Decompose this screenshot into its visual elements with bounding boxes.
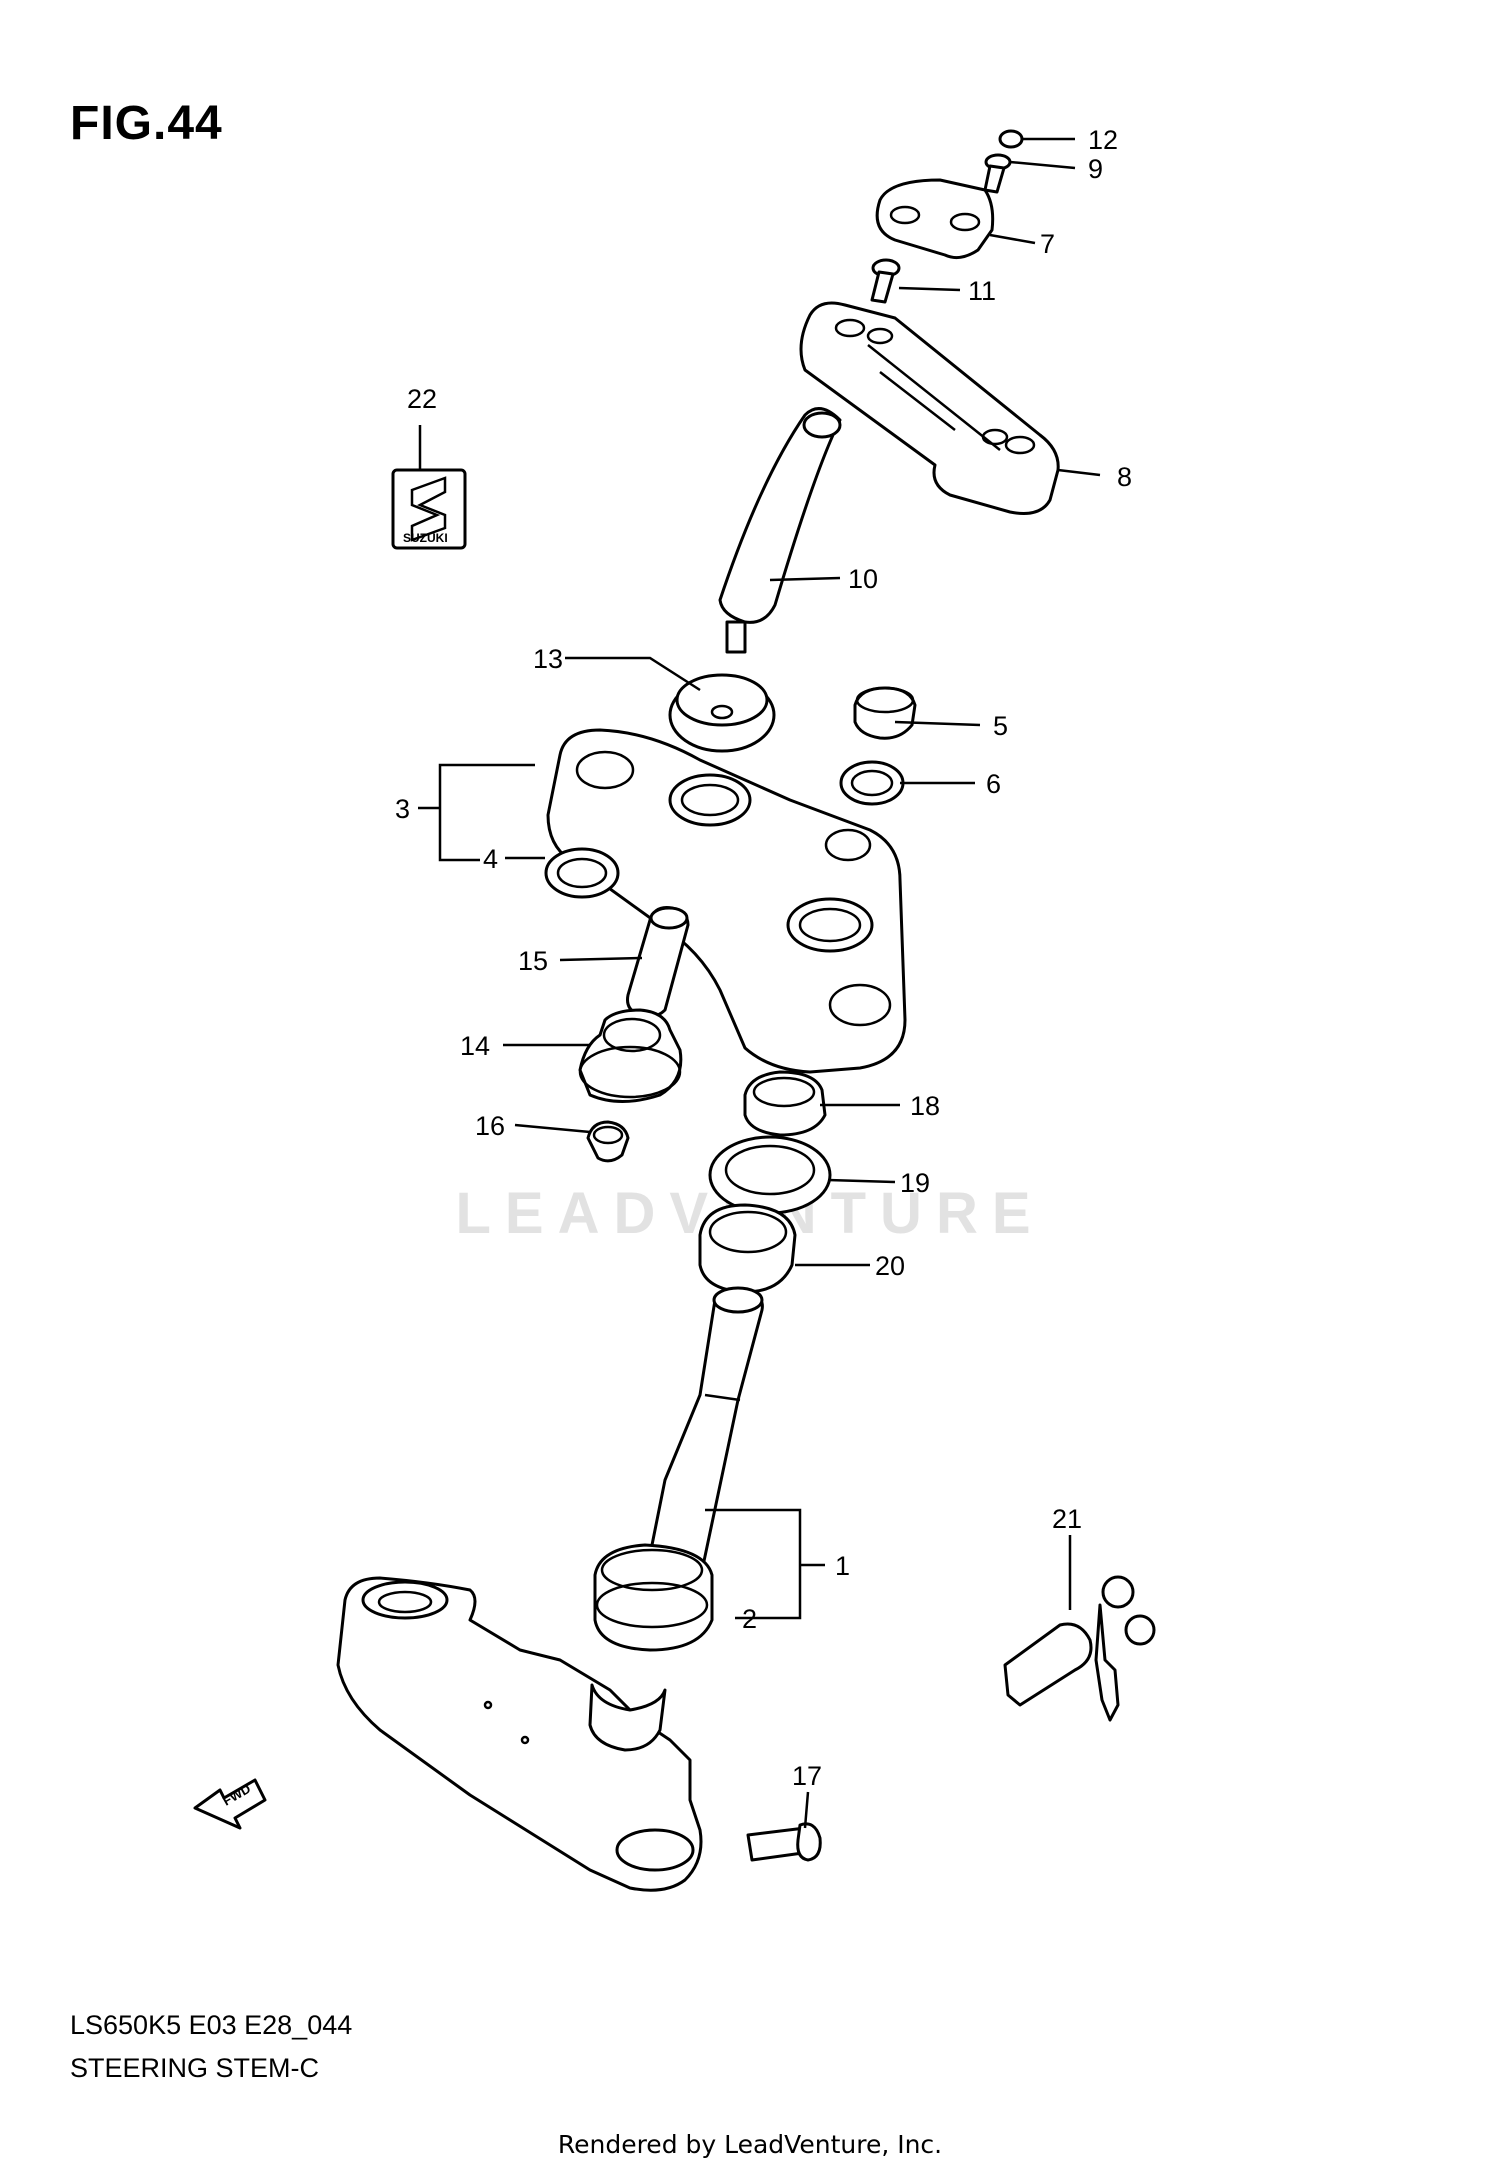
leader-lines xyxy=(418,137,1101,1829)
callout-20: 20 xyxy=(875,1251,905,1281)
callout-4: 4 xyxy=(483,844,498,874)
part-11-bolt[interactable] xyxy=(870,258,901,304)
fwd-arrow-icon xyxy=(193,1778,267,1830)
callout-5: 5 xyxy=(993,711,1008,741)
part-4-washer[interactable] xyxy=(544,847,620,899)
part-9-bolt[interactable] xyxy=(983,153,1012,194)
callout-14: 14 xyxy=(460,1031,490,1061)
callout-12: 12 xyxy=(1088,125,1118,155)
part-17-bolt[interactable] xyxy=(746,1822,822,1862)
callout-10: 10 xyxy=(848,564,878,594)
callout-7: 7 xyxy=(1040,229,1055,259)
callout-1: 1 xyxy=(835,1551,850,1581)
figure-title: FIG.44 xyxy=(70,97,223,150)
part-16-cap[interactable] xyxy=(586,1120,630,1163)
part-10-post[interactable] xyxy=(718,407,842,654)
figure-code: LS650K5 E03 E28_044 xyxy=(70,2010,353,2040)
callout-6: 6 xyxy=(986,769,1001,799)
part-5-cap[interactable] xyxy=(853,686,917,740)
callout-numbers: 12 9 7 11 8 10 13 5 6 3 4 15 14 16 18 19… xyxy=(395,125,1132,1791)
figure-subtitle: STEERING STEM-C xyxy=(70,2053,320,2083)
callout-11: 11 xyxy=(968,276,996,306)
callout-22: 22 xyxy=(407,384,437,414)
part-1-steering-stem[interactable] xyxy=(336,1286,764,1892)
part-8-handlebar-holder[interactable] xyxy=(799,301,1060,515)
part-21-lock-and-key[interactable] xyxy=(1003,1575,1156,1722)
callout-8: 8 xyxy=(1117,462,1132,492)
callout-13: 13 xyxy=(533,644,563,674)
callout-3: 3 xyxy=(395,794,410,824)
callout-17: 17 xyxy=(792,1761,822,1791)
suzuki-logo-text: SUZUKI xyxy=(403,531,448,545)
part-14-damper[interactable] xyxy=(578,1008,683,1103)
part-22-emblem[interactable] xyxy=(391,468,467,550)
callout-21: 21 xyxy=(1052,1504,1082,1534)
callout-15: 15 xyxy=(518,946,548,976)
part-13-damper[interactable] xyxy=(668,673,776,753)
callout-2: 2 xyxy=(742,1604,757,1634)
part-18-nut[interactable] xyxy=(743,1070,827,1137)
part-19-seal[interactable] xyxy=(708,1135,832,1215)
part-7-upper-clamp[interactable] xyxy=(875,178,995,260)
part-20-bearing[interactable] xyxy=(698,1203,797,1294)
footer-credit: Rendered by LeadVenture, Inc. xyxy=(557,2130,943,2159)
part-12-cap[interactable] xyxy=(998,129,1024,149)
part-6-washer[interactable] xyxy=(839,760,905,806)
callout-9: 9 xyxy=(1088,154,1103,184)
callout-18: 18 xyxy=(910,1091,940,1121)
part-15-sleeve[interactable] xyxy=(626,906,690,1019)
part-2-bearing[interactable] xyxy=(593,1543,714,1652)
callout-19: 19 xyxy=(900,1168,930,1198)
part-3-upper-bracket[interactable] xyxy=(546,728,907,1074)
callout-16: 16 xyxy=(475,1111,505,1141)
